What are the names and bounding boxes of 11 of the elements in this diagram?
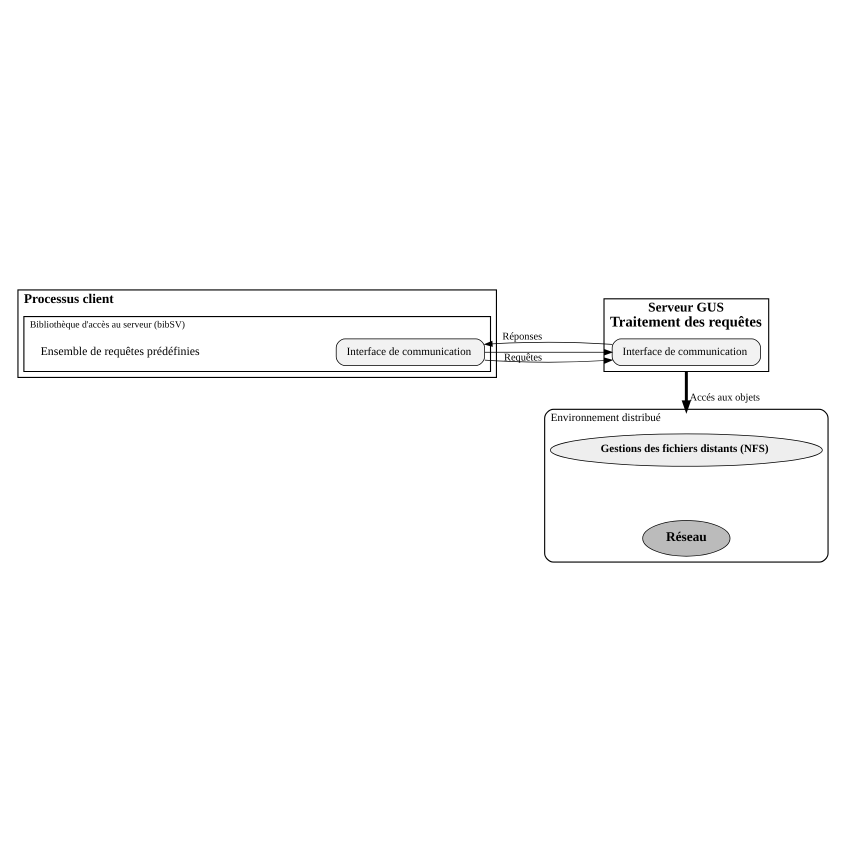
arrow <box>484 349 614 364</box>
edge-label: Accés aux objets <box>690 392 760 404</box>
node-ellipse: Réseau <box>642 520 730 557</box>
edge-label: Réponses <box>502 331 542 342</box>
node-text: Ensemble de requêtes prédéfinies <box>40 344 200 358</box>
arrow <box>484 340 612 347</box>
node-ellipse: Gestions des fichiers distants (NFS) <box>550 434 823 467</box>
arrow <box>682 372 692 414</box>
node-box: Interface de communication <box>612 338 761 366</box>
node-box: Interface de communication <box>336 338 485 366</box>
edge-label: Requêtes <box>504 352 542 364</box>
